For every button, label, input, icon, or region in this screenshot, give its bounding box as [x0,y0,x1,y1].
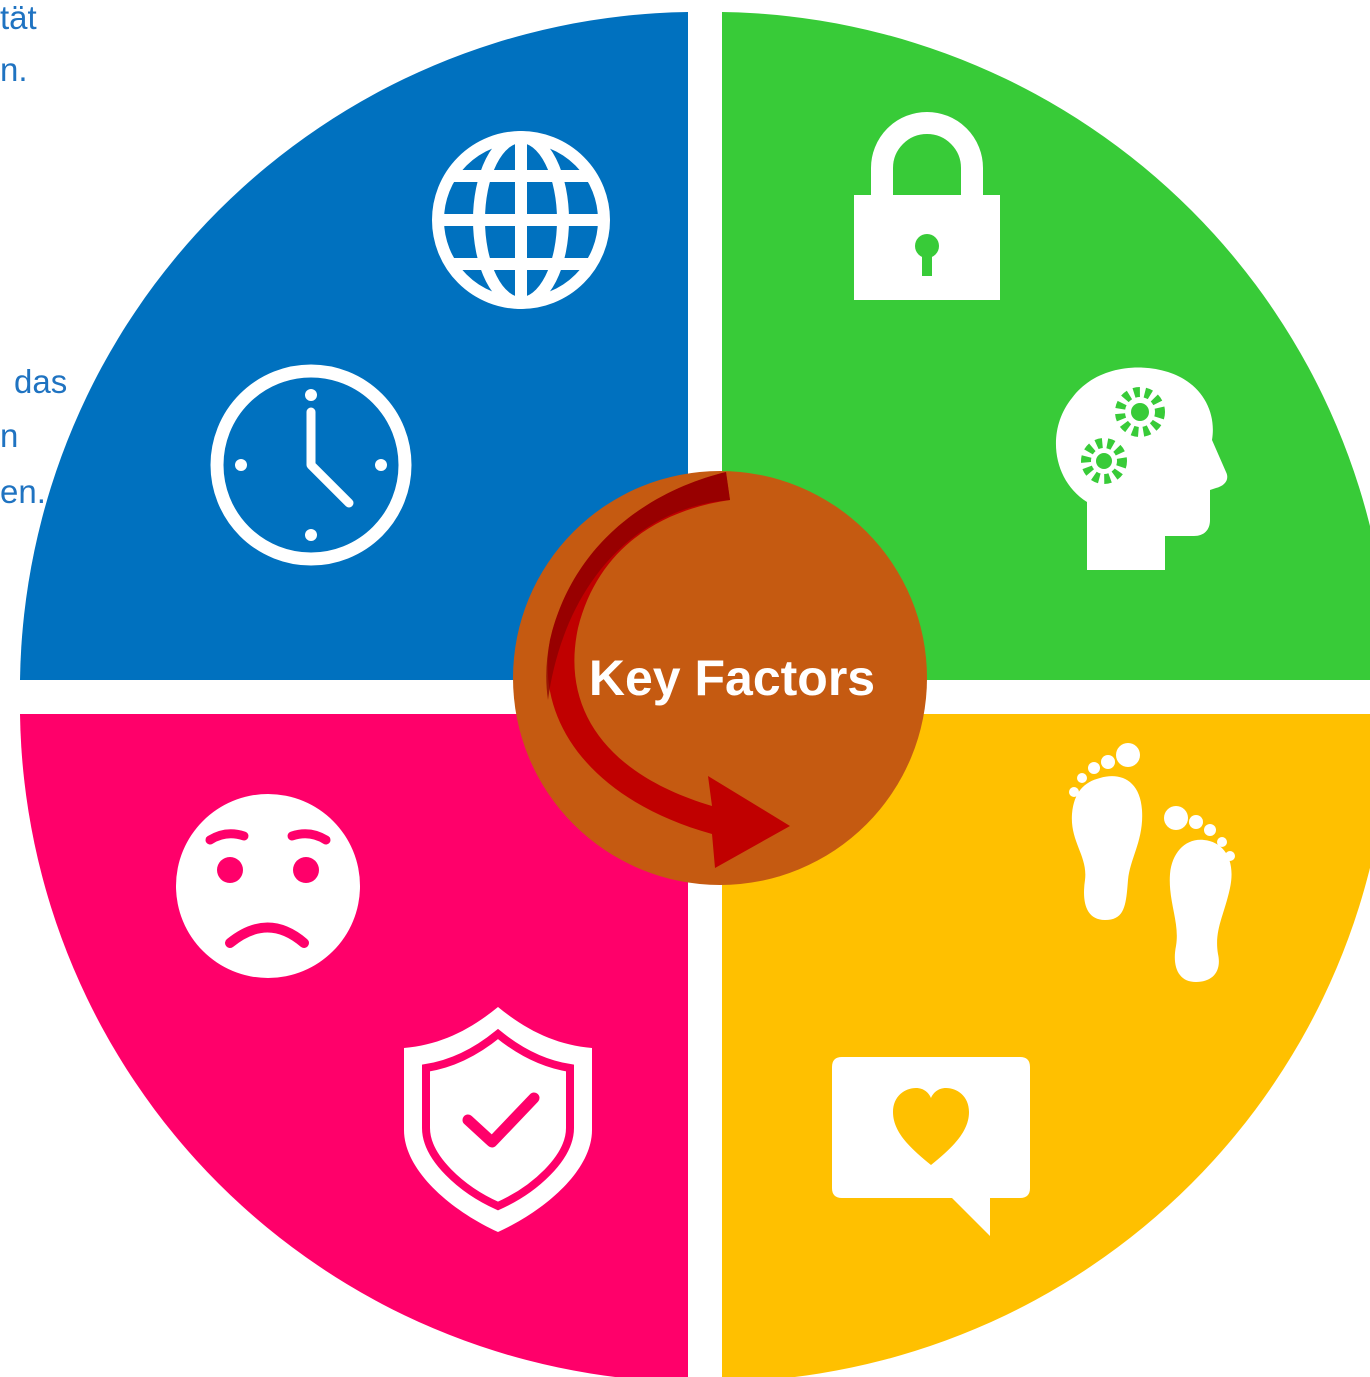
side-text-line: en. [0,473,46,510]
cycle-arrow [546,472,790,868]
worried-face-icon [176,794,360,978]
clock-icon [210,364,412,566]
heart-speech-bubble-icon [832,1057,1030,1236]
globe-icon [432,131,610,309]
side-text-line: das [14,363,68,400]
center-label: Key Factors [589,650,875,706]
side-text-line: n. [0,51,28,88]
footprints-icon [1069,743,1235,982]
side-text-line: tät [0,0,37,36]
padlock-icon [854,112,1000,300]
head-gears-icon [1055,367,1228,570]
side-text-line: n [0,417,19,454]
shield-check-icon [404,1007,592,1232]
